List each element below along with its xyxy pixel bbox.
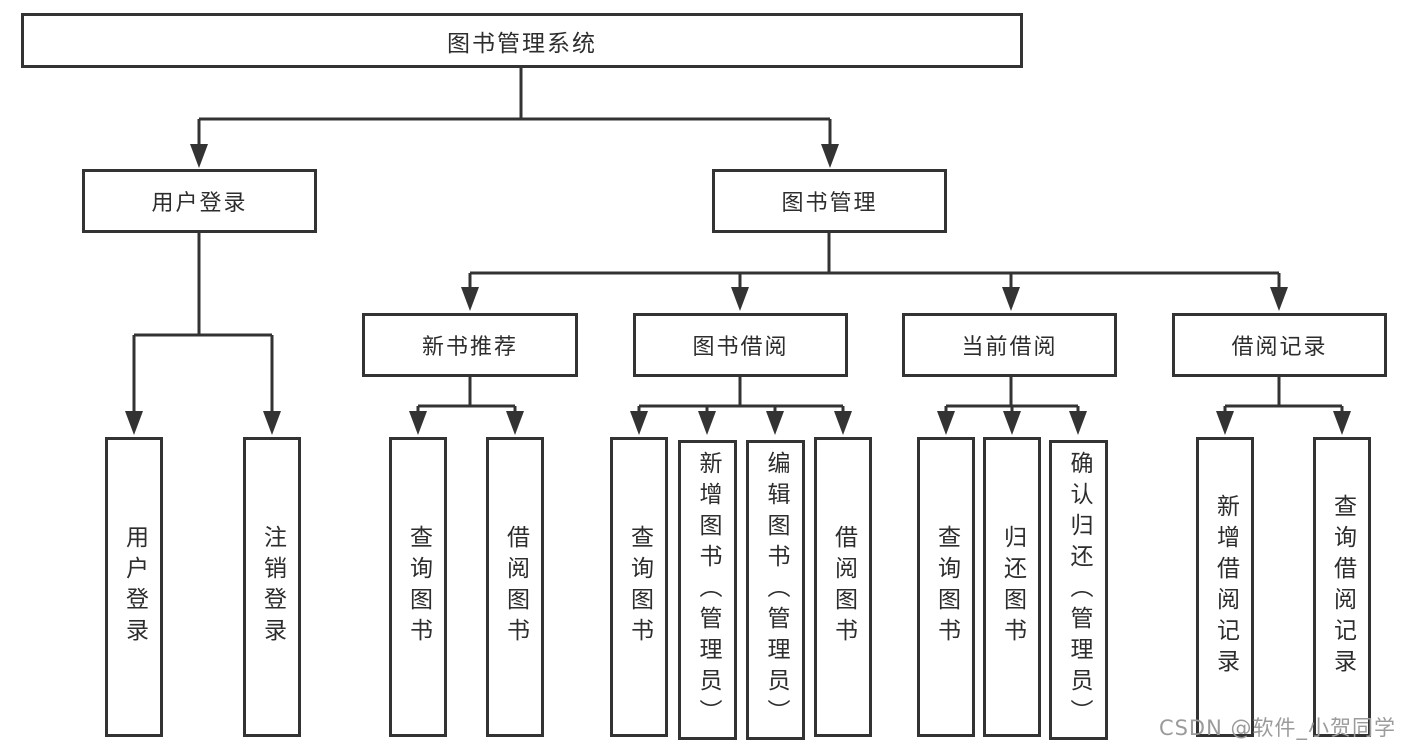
node-user-login: 用户登录 [82, 169, 317, 233]
node-label: 确认归还（管理员） [1066, 450, 1092, 730]
csdn-watermark: CSDN @软件_小贺同学 [1158, 716, 1396, 740]
node-label: 新增图书（管理员） [695, 450, 721, 730]
node-logout: 注销登录 [243, 437, 301, 737]
edge-book-borrowing-to-children [637, 377, 845, 412]
node-borrow-books-recommend: 借阅图书 [486, 437, 544, 737]
arrowhead-icon [263, 411, 281, 435]
node-label: 查询图书 [933, 525, 960, 649]
arrowhead-icon [461, 287, 479, 311]
arrowhead-icon [766, 411, 784, 435]
edge-user-login-to-children [132, 233, 274, 412]
node-label: 用户登录 [121, 525, 148, 649]
arrowhead-icon [1002, 287, 1020, 311]
arrowhead-icon [630, 411, 648, 435]
node-user-login-action: 用户登录 [105, 437, 163, 737]
node-label: 查询图书 [405, 525, 432, 649]
node-book-borrowing: 图书借阅 [633, 313, 848, 377]
node-search-books-current: 查询图书 [917, 437, 975, 737]
node-label: 新增借阅记录 [1212, 494, 1239, 680]
arrowhead-icon [190, 144, 208, 168]
node-search-borrow-record: 查询借阅记录 [1313, 437, 1371, 737]
node-search-books-borrowing: 查询图书 [610, 437, 668, 737]
arrowheads [125, 144, 1351, 435]
arrowhead-icon [937, 411, 955, 435]
arrowhead-icon [1216, 411, 1234, 435]
node-borrow-books-borrowing: 借阅图书 [814, 437, 872, 737]
node-label: 注销登录 [259, 525, 286, 649]
node-return-books: 归还图书 [983, 437, 1041, 737]
node-new-book-recommendation: 新书推荐 [362, 313, 578, 377]
node-add-books-admin: 新增图书（管理员） [678, 440, 737, 740]
node-label: 借阅图书 [502, 525, 529, 649]
edge-borrowing-records-to-children [1223, 377, 1344, 412]
arrowhead-icon [731, 287, 749, 311]
arrowhead-icon [1003, 411, 1021, 435]
edge-new-book-recommendation-to-children [416, 377, 517, 412]
node-label: 图书管理系统 [447, 30, 597, 57]
node-add-borrow-record: 新增借阅记录 [1196, 437, 1254, 737]
node-borrowing-records: 借阅记录 [1172, 313, 1387, 377]
node-label: 借阅图书 [830, 525, 857, 649]
node-search-books-recommend: 查询图书 [389, 437, 447, 737]
arrowhead-icon [506, 411, 524, 435]
arrowhead-icon [409, 411, 427, 435]
node-label: 查询借阅记录 [1329, 494, 1356, 680]
node-label: 图书管理 [781, 191, 878, 216]
node-edit-books-admin: 编辑图书（管理员） [746, 440, 805, 740]
arrowhead-icon [1270, 287, 1288, 311]
node-label: 当前借阅 [961, 335, 1058, 360]
node-label: 编辑图书（管理员） [763, 450, 789, 730]
edge-root-to-level2 [197, 68, 832, 146]
arrowhead-icon [821, 144, 839, 168]
edge-book-management-to-children [468, 233, 1281, 289]
arrowhead-icon [698, 411, 716, 435]
arrowhead-icon [125, 411, 143, 435]
node-current-borrowing: 当前借阅 [902, 313, 1117, 377]
node-label: 新书推荐 [421, 335, 518, 360]
edge-current-borrowing-to-children [944, 377, 1080, 412]
node-library-system: 图书管理系统 [21, 13, 1023, 68]
node-confirm-return-admin: 确认归还（管理员） [1049, 440, 1108, 740]
node-book-management: 图书管理 [712, 169, 947, 233]
arrowhead-icon [1069, 411, 1087, 435]
node-label: 归还图书 [999, 525, 1026, 649]
node-label: 用户登录 [151, 191, 248, 216]
arrowhead-icon [1333, 411, 1351, 435]
arrowhead-icon [834, 411, 852, 435]
node-label: 查询图书 [626, 525, 653, 649]
node-label: 借阅记录 [1231, 335, 1328, 360]
edge-lines [132, 68, 1344, 412]
node-label: 图书借阅 [692, 335, 789, 360]
